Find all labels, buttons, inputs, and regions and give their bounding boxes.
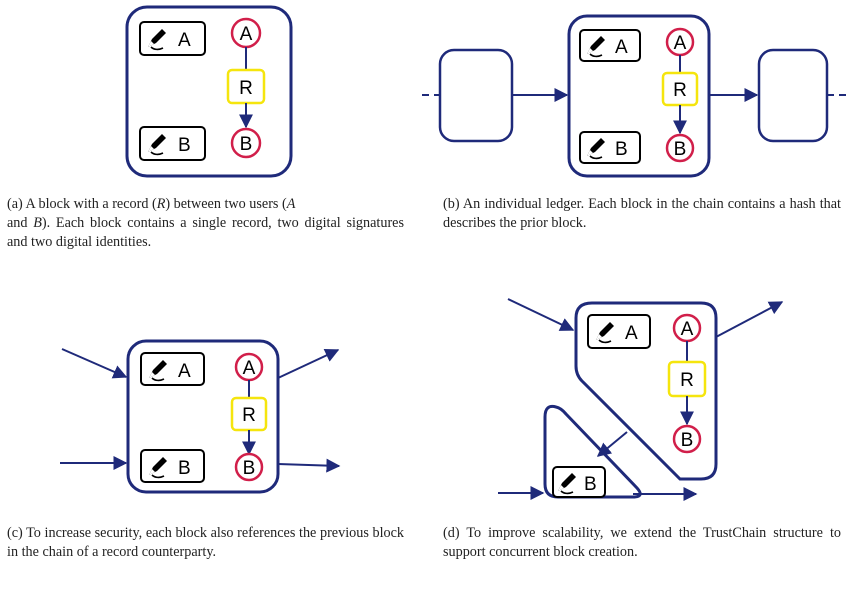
next-block <box>757 48 829 143</box>
panel-c: A B A R B <box>60 339 341 494</box>
signature-a: A <box>579 29 641 62</box>
previous-block <box>438 48 514 143</box>
panel-a: A B A R B <box>125 5 293 178</box>
signature-b: B <box>579 131 641 164</box>
signature-label: A <box>178 361 191 382</box>
signature-label: A <box>615 37 628 58</box>
record-label: R <box>680 370 694 391</box>
identity-label: B <box>240 134 253 155</box>
identity-label: B <box>681 430 694 451</box>
identity-label: A <box>240 24 253 45</box>
signature-label: B <box>178 135 191 156</box>
caption-c: (c) To increase security, each block als… <box>7 525 404 560</box>
identity-label: A <box>681 319 694 340</box>
record-label: R <box>673 80 687 101</box>
block-upper <box>574 301 718 481</box>
signature-a: A <box>587 314 651 349</box>
signature-b: B <box>140 449 205 483</box>
block <box>126 339 280 494</box>
record-label: R <box>239 78 253 99</box>
caption-b: (b) An individual ledger. Each block in … <box>443 196 841 231</box>
signature-label: B <box>178 458 191 479</box>
identity-b <box>230 127 262 159</box>
identity-label: A <box>674 33 687 54</box>
signature-a: A <box>140 352 205 386</box>
signature-label: A <box>625 323 638 344</box>
identity-label: B <box>674 139 687 160</box>
signature-label: A <box>178 30 191 51</box>
identity-b <box>672 424 702 454</box>
identity-b <box>665 133 695 163</box>
signature-b: B <box>139 126 206 161</box>
signature-label: B <box>584 474 597 495</box>
panel-b: A B A R B <box>422 14 846 178</box>
caption-a: (a) A block with a record (R) between tw… <box>7 196 404 250</box>
identity-label: A <box>243 358 256 379</box>
identity-b <box>234 452 264 482</box>
signature-b: B <box>552 466 606 498</box>
block <box>125 5 293 178</box>
caption-d: (d) To improve scalability, we extend th… <box>443 525 841 560</box>
signature-label: B <box>615 139 628 160</box>
panel-d: A B A R B <box>498 298 784 501</box>
identity-label: B <box>243 458 256 479</box>
signature-a: A <box>139 21 206 56</box>
record-label: R <box>242 405 256 426</box>
